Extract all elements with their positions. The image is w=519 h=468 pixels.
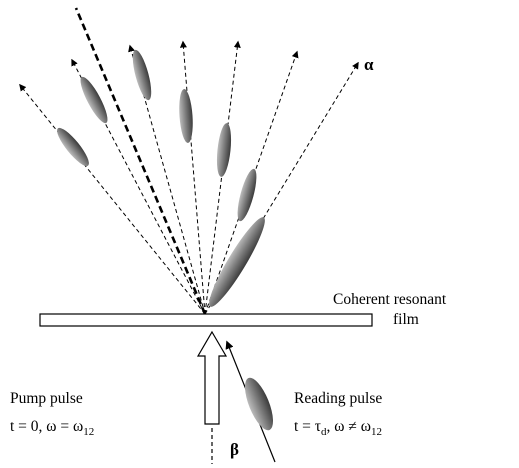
coherent-resonant-film xyxy=(39,313,373,327)
pump-pulse-condition: t = 0, ω = ω12 xyxy=(10,418,94,438)
beam-1 xyxy=(19,83,206,315)
reading-pulse-title: Reading pulse xyxy=(294,390,382,407)
pulse-ellipse xyxy=(237,168,257,222)
thick-dashed-beam xyxy=(74,7,207,315)
alpha-label: α xyxy=(364,55,374,74)
beam-5 xyxy=(204,40,241,315)
pump-pulse-title: Pump pulse xyxy=(10,390,83,407)
pump-pulse-arrow xyxy=(196,330,228,425)
film-label-line1: Coherent resonant xyxy=(333,291,447,308)
pulse-ellipses xyxy=(57,49,265,307)
beam-4 xyxy=(179,40,206,315)
emitted-beams xyxy=(19,7,359,315)
pulse-ellipse xyxy=(132,49,152,101)
reading-pulse-condition: t = τd, ω ≠ ω12 xyxy=(294,418,382,438)
pulse-ellipse xyxy=(80,76,108,124)
beam-6 xyxy=(204,50,299,315)
reading-pulse-ellipse xyxy=(245,377,273,431)
pulse-ellipse xyxy=(57,127,89,167)
beta-label: β xyxy=(230,440,239,459)
pulse-ellipse-large xyxy=(209,217,265,307)
pulse-ellipse xyxy=(179,89,193,143)
film-label-line2: film xyxy=(393,311,419,328)
pulse-ellipse xyxy=(216,123,232,177)
